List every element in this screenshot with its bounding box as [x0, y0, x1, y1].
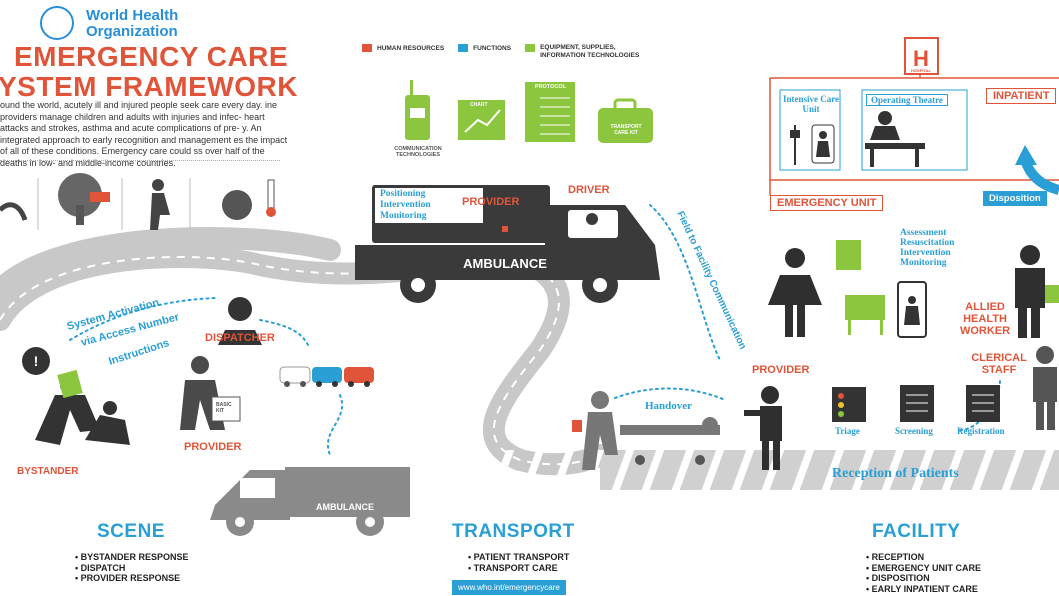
- list-item: RECEPTION: [866, 552, 981, 563]
- facility-provider-label: PROVIDER: [752, 364, 810, 376]
- screening-clipboard: [900, 385, 934, 422]
- list-item: DISPOSITION: [866, 573, 981, 584]
- section-scene-title: SCENE: [97, 521, 165, 542]
- bystander-label: BYSTANDER: [17, 466, 79, 477]
- protocol-label: PROTOCOL: [535, 84, 567, 90]
- hospital-label: HOSPITAL: [911, 68, 931, 73]
- legend-item: FUNCTIONS: [458, 44, 511, 52]
- section-transport-list: PATIENT TRANSPORT TRANSPORT CARE: [468, 552, 570, 574]
- dispatcher-label: DISPATCHER: [205, 332, 275, 344]
- svg-text:!: !: [34, 353, 39, 369]
- disposition-label: Disposition: [983, 191, 1047, 206]
- ambulance-transport-label: AMBULANCE: [463, 256, 547, 271]
- list-item: DISPATCH: [75, 563, 189, 574]
- legend-swatch: [525, 44, 536, 52]
- driver-label: DRIVER: [568, 184, 610, 196]
- chart-label: CHART: [470, 102, 488, 108]
- stretcher-icon: [897, 281, 927, 338]
- registration-clipboard: [966, 385, 1000, 422]
- legend: HUMAN RESOURCES FUNCTIONS EQUIPMENT, SUP…: [362, 44, 650, 60]
- registration-label: Registration: [957, 426, 1005, 436]
- inpatient-label: INPATIENT: [986, 88, 1057, 104]
- triage-clipboard: [832, 387, 866, 422]
- operating-label: Operating Theatre: [866, 94, 948, 106]
- scene-icons-row: [0, 173, 276, 230]
- list-item: EARLY INPATIENT CARE: [866, 584, 981, 595]
- intro-text: ound the world, acutely ill and injured …: [0, 100, 288, 168]
- dispatcher-figure: [218, 297, 262, 345]
- clerical-label: CLERICAL STAFF: [971, 352, 1027, 376]
- website-link[interactable]: www.who.int/emergencycare: [452, 580, 566, 595]
- legend-swatch: [458, 44, 469, 52]
- basic-kit-label: BASIC KIT: [216, 402, 232, 414]
- ambulance-transport: [355, 185, 660, 303]
- who-logo-icon: [40, 6, 74, 40]
- reception-label: Reception of Patients: [832, 466, 959, 481]
- screening-label: Screening: [895, 426, 933, 436]
- scene-provider-figure: [180, 356, 241, 430]
- legend-swatch: [362, 44, 372, 52]
- org-name: World Health Organization: [86, 7, 179, 40]
- list-item: EMERGENCY UNIT CARE: [866, 563, 981, 574]
- scene-provider-label: PROVIDER: [184, 441, 242, 453]
- chart-icon: [458, 100, 505, 140]
- vehicles: [279, 366, 374, 387]
- bystander-figure: !: [22, 347, 130, 445]
- facility-functions: Assessment Resuscitation Intervention Mo…: [900, 228, 955, 268]
- allied-label: ALLIED HEALTH WORKER: [959, 301, 1011, 337]
- section-facility-list: RECEPTION EMERGENCY UNIT CARE DISPOSITIO…: [866, 552, 981, 594]
- operating-table: [865, 111, 925, 167]
- radio-icon: [405, 80, 430, 140]
- section-scene-list: BYSTANDER RESPONSE DISPATCH PROVIDER RES…: [75, 552, 189, 584]
- ambulance-scene-label: AMBULANCE: [316, 502, 374, 512]
- instructions-label: Instructions: [107, 337, 171, 368]
- emergency-unit-label: EMERGENCY UNIT: [770, 195, 884, 211]
- handover-figures: [572, 386, 782, 470]
- list-item: PROVIDER RESPONSE: [75, 573, 189, 584]
- list-item: TRANSPORT CARE: [468, 563, 569, 574]
- transport-provider-figure: [489, 207, 508, 238]
- ambulance-scene: [210, 467, 410, 536]
- legend-item: HUMAN RESOURCES: [362, 44, 444, 52]
- monitor-cart-icon: [845, 295, 885, 335]
- triage-label: Triage: [835, 426, 860, 436]
- section-transport-title: TRANSPORT: [452, 521, 575, 542]
- list-item: BYSTANDER RESPONSE: [75, 552, 189, 563]
- icu-label: Intensive Care Unit: [782, 94, 840, 114]
- page-title: EMERGENCY CARE YSTEM FRAMEWORK: [0, 41, 298, 102]
- list-item: PATIENT TRANSPORT: [468, 552, 570, 563]
- transport-provider-label: PROVIDER: [462, 196, 520, 208]
- handover-label: Handover: [645, 400, 693, 412]
- section-facility-title: FACILITY: [872, 521, 961, 542]
- svg-text:H: H: [913, 46, 929, 71]
- allied-worker-figure: [1015, 245, 1059, 338]
- icu-bed: [790, 124, 835, 165]
- kit-icon: [598, 98, 653, 143]
- clerical-figure: [1033, 346, 1057, 430]
- clipboard-icon: [836, 240, 861, 270]
- protocol-icon: [525, 82, 575, 142]
- nurse-figure: [768, 248, 822, 337]
- field-comm-label: Field to Facility Communication: [674, 210, 748, 352]
- comm-tech-label: COMMUNICATION TECHNOLOGIES: [394, 146, 442, 158]
- legend-item: EQUIPMENT, SUPPLIES, INFORMATION TECHNOL…: [525, 44, 650, 60]
- intro-divider: [0, 160, 280, 161]
- kit-label: TRANSPORT CARE KIT: [610, 124, 642, 136]
- transport-functions: Positioning Intervention Monitoring: [380, 189, 431, 221]
